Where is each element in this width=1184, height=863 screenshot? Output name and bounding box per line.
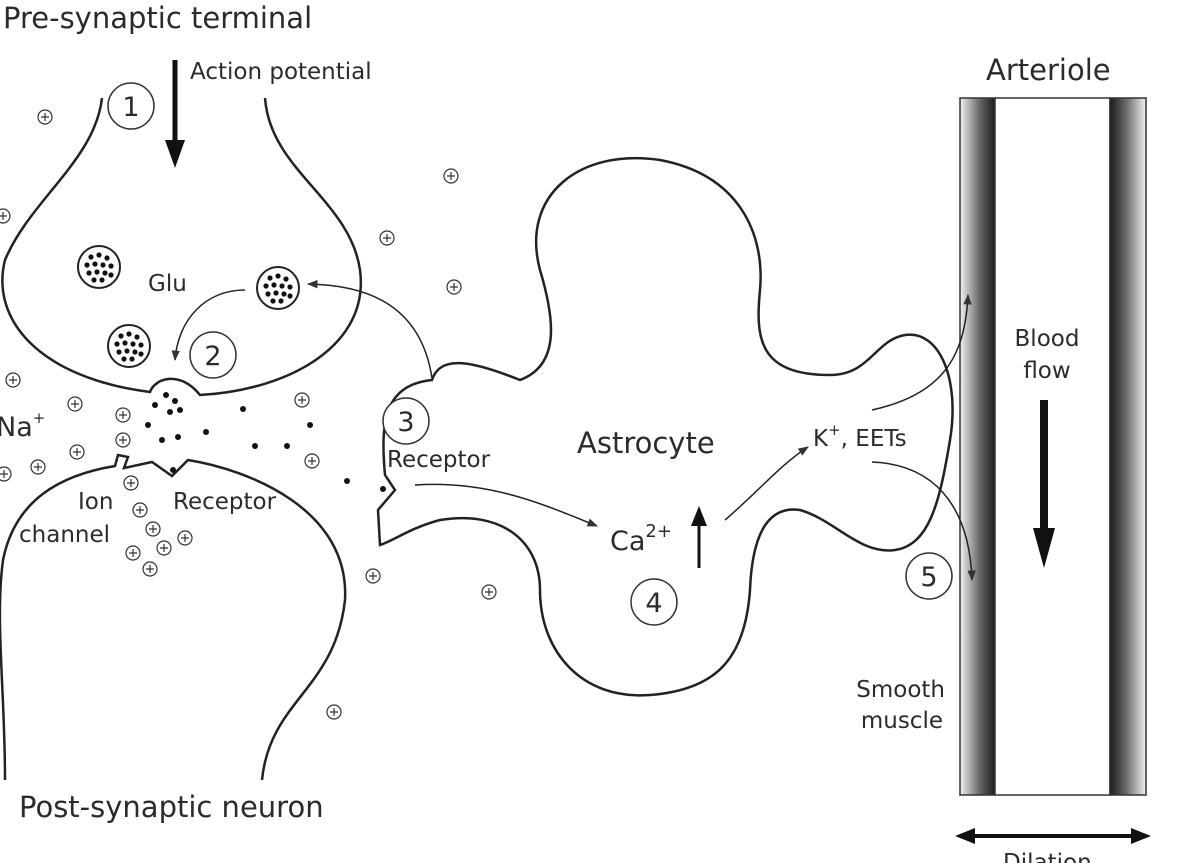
step-4-marker: 4 (630, 578, 678, 626)
k-to-vessel-down-arrow (871, 461, 976, 582)
vesicle (77, 245, 121, 289)
receptor-label-post: Receptor (173, 489, 277, 515)
arteriole-label: Arteriole (986, 53, 1111, 87)
dilation-label: Dilation (1003, 850, 1092, 863)
pre-synaptic-label: Pre-synaptic terminal (3, 1, 312, 35)
na-label: Na+ (0, 409, 45, 443)
pre-synaptic-terminal-outline (1, 97, 363, 397)
svg-text:3: 3 (397, 407, 414, 438)
svg-text:4: 4 (645, 588, 662, 619)
k-eets-label: K+, EETs (813, 421, 907, 452)
astrocyte-outline (376, 156, 954, 697)
vesicle (256, 266, 300, 310)
glutamate-dots (145, 392, 386, 492)
blood-label: Blood (1015, 326, 1080, 352)
channel-label: channel (19, 522, 110, 548)
vesicle (107, 324, 151, 368)
glu-to-release-arrow (171, 289, 246, 362)
astrocyte-label: Astrocyte (577, 426, 715, 460)
step-5-marker: 5 (905, 552, 953, 600)
post-synaptic-neuron-outline (0, 453, 347, 781)
post-synaptic-label: Post-synaptic neuron (19, 790, 324, 824)
step-3-marker: 3 (382, 397, 430, 445)
ion-label: Ion (78, 489, 113, 515)
receptor-label-astrocyte: Receptor (387, 447, 491, 473)
svg-text:1: 1 (122, 92, 139, 123)
smooth-label: Smooth (856, 677, 945, 703)
svg-text:2: 2 (204, 341, 221, 372)
ca-to-k-arrow (724, 446, 809, 521)
receptor-to-vesicle-arrow (306, 279, 433, 379)
ca-label: Ca2+ (610, 521, 672, 557)
step-2-marker: 2 (189, 331, 237, 379)
receptor-to-ca-arrow (414, 483, 598, 527)
glu-label: Glu (148, 271, 187, 297)
k-to-vessel-up-arrow (871, 293, 972, 411)
flow-label: flow (1023, 358, 1070, 384)
step-1-marker: 1 (107, 82, 155, 130)
muscle-label: muscle (861, 708, 943, 734)
svg-text:5: 5 (920, 562, 937, 593)
arteriole (959, 97, 1147, 796)
action-potential-label: Action potential (190, 59, 372, 85)
